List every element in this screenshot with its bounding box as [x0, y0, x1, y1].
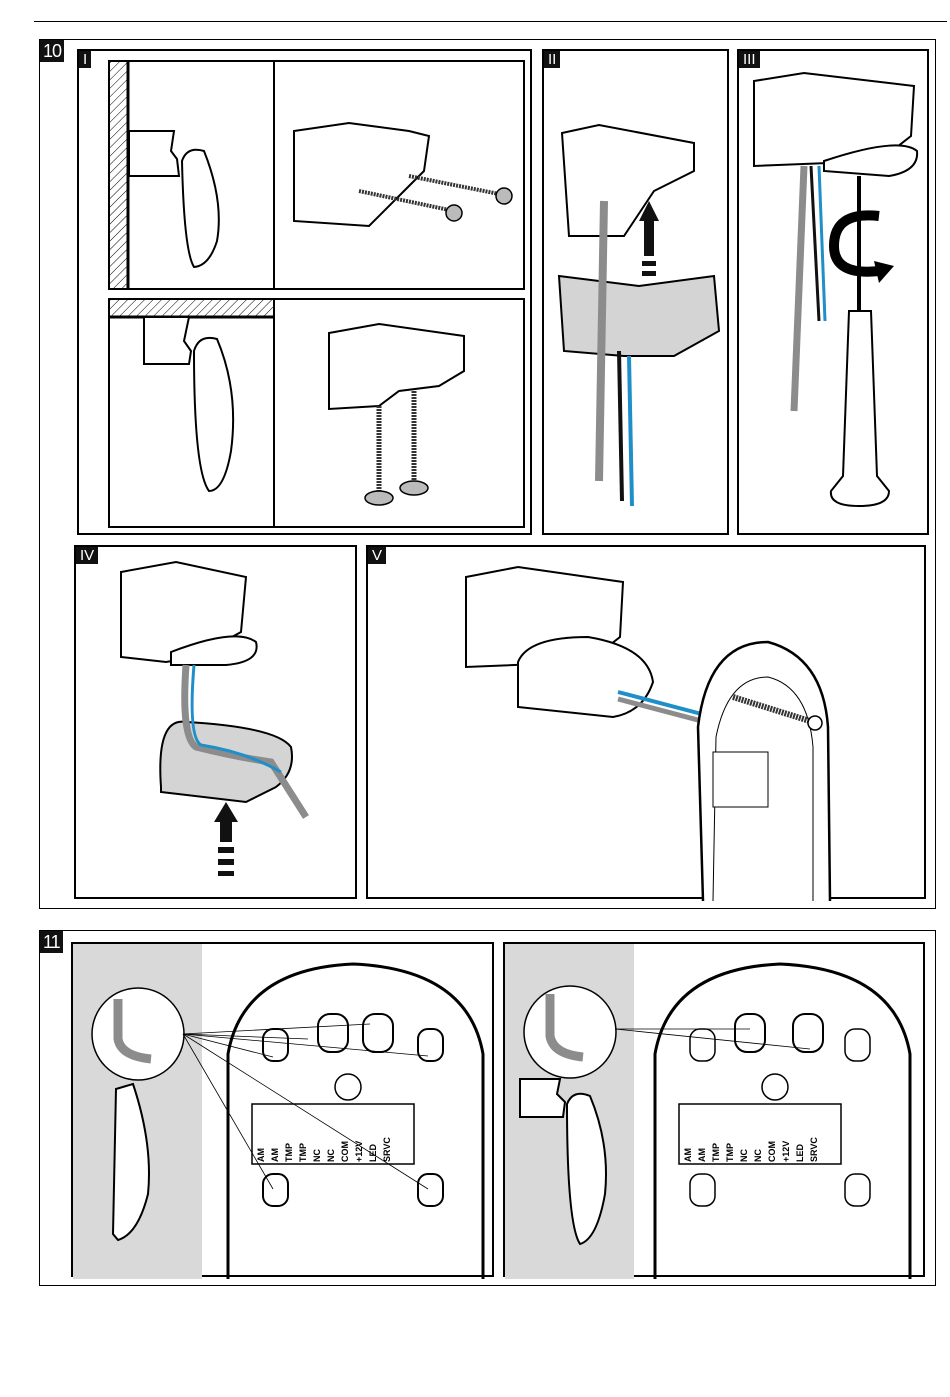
knockout — [793, 1014, 823, 1052]
terminal-label: AM — [683, 1137, 693, 1162]
bracket-side — [129, 131, 179, 176]
panel-IV-drawing — [76, 547, 359, 901]
blue-wire — [819, 166, 825, 321]
terminal-label: TMP — [298, 1137, 308, 1162]
bracket-top — [562, 125, 694, 236]
terminal-label: AM — [697, 1137, 707, 1162]
terminal-label: NC — [326, 1137, 336, 1162]
subpanel-ceiling-side — [109, 299, 274, 527]
screwdriver-handle — [831, 311, 889, 506]
terminal-label: SRVC — [382, 1137, 392, 1162]
terminal-label: NC — [753, 1137, 763, 1162]
detector-side — [182, 150, 219, 267]
terminal-label: TMP — [284, 1137, 294, 1162]
bracket-side — [520, 1079, 565, 1117]
gray-cable — [599, 201, 604, 481]
black-wire — [619, 351, 622, 501]
knockout — [263, 1029, 288, 1061]
terminal-labels: AM AM TMP TMP NC NC COM +12V LED SRVC — [256, 1137, 411, 1162]
figure-11: 11 AM A — [39, 930, 936, 1286]
gland-housing — [559, 276, 719, 356]
terminal-label: +12V — [781, 1137, 791, 1162]
knockout — [418, 1174, 443, 1206]
knockout — [735, 1014, 765, 1052]
terminal-labels: AM AM TMP TMP NC NC COM +12V LED SRVC — [683, 1137, 838, 1162]
bracket-3d — [294, 123, 429, 226]
panel-11-left-drawing — [73, 944, 496, 1279]
wall-hatch — [109, 61, 127, 289]
panel-V-drawing — [368, 547, 928, 901]
screw-1 — [409, 176, 509, 196]
terminal-label: TMP — [711, 1137, 721, 1162]
figure-number: 10 — [40, 40, 64, 62]
panel-I-drawing — [79, 51, 534, 537]
terminal-label: LED — [368, 1137, 378, 1162]
terminal-label: COM — [767, 1137, 777, 1162]
terminal-label: AM — [270, 1137, 280, 1162]
terminal-label: SRVC — [809, 1137, 819, 1162]
panel-III-drawing — [739, 51, 931, 537]
cable-detail-circle — [524, 986, 616, 1078]
cable-detail-circle — [92, 988, 184, 1080]
panel-III: III — [737, 49, 929, 535]
terminal-block — [713, 752, 768, 807]
panel-II-drawing — [544, 51, 731, 537]
panel-IV: IV — [74, 545, 357, 899]
terminal-label: AM — [256, 1137, 266, 1162]
terminal-label: COM — [340, 1137, 350, 1162]
terminal-label: NC — [739, 1137, 749, 1162]
panel-V: V — [366, 545, 926, 899]
knockout — [418, 1029, 443, 1061]
blue-wire — [629, 356, 632, 506]
knockout — [363, 1014, 393, 1052]
figure-number: 11 — [40, 931, 63, 953]
page-header-rule — [34, 21, 947, 22]
ceiling-hatch — [109, 299, 274, 317]
terminal-label: LED — [795, 1137, 805, 1162]
terminal-label: NC — [312, 1137, 322, 1162]
panel-11-left: AM AM TMP TMP NC NC COM +12V LED SRVC — [71, 942, 494, 1277]
up-arrow-icon — [214, 802, 238, 842]
panel-I: I — [77, 49, 532, 535]
rotate-arrow-icon — [834, 215, 879, 271]
panel-11-right: AM AM TMP TMP NC NC COM +12V LED SRVC — [503, 942, 925, 1277]
panel-11-right-drawing — [505, 944, 927, 1279]
terminal-label: +12V — [354, 1137, 364, 1162]
terminal-label: TMP — [725, 1137, 735, 1162]
figure-10: 10 I — [39, 39, 936, 909]
gray-cable — [794, 166, 804, 411]
panel-II: II — [542, 49, 729, 535]
